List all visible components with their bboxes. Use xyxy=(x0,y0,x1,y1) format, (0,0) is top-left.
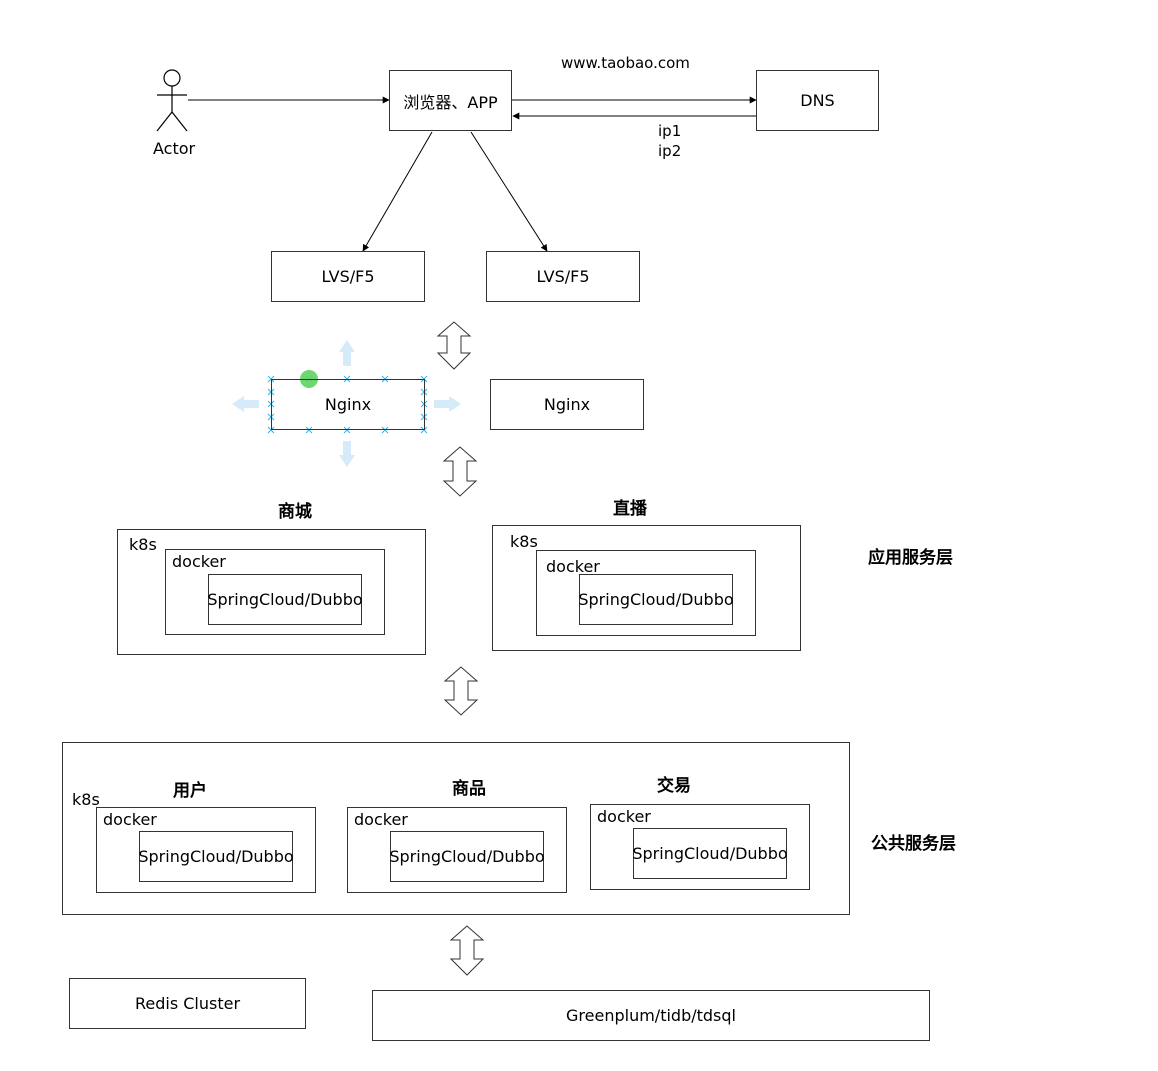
service-label: SpringCloud/Dubbo xyxy=(389,847,545,866)
app-common-double-arrow[interactable] xyxy=(443,666,479,716)
dns-box[interactable]: DNS xyxy=(756,70,879,131)
client-to-lvs-left-arrow[interactable] xyxy=(362,131,433,252)
actor-figure[interactable] xyxy=(156,69,188,132)
docker-container-mall[interactable]: docker SpringCloud/Dubbo xyxy=(165,549,385,635)
actor-label: Actor xyxy=(153,139,196,158)
client-to-lvs-right-arrow[interactable] xyxy=(470,131,548,252)
docker-label: docker xyxy=(103,810,157,829)
client-box[interactable]: 浏览器、APP xyxy=(389,70,512,131)
ip1-label: ip1 xyxy=(658,122,682,140)
service-label: SpringCloud/Dubbo xyxy=(632,844,788,863)
common-layer-label: 公共服务层 xyxy=(871,834,956,854)
group-title-trade: 交易 xyxy=(657,776,691,796)
hint-arrow-left xyxy=(232,396,259,412)
nginx-label: Nginx xyxy=(324,395,372,414)
service-box-product[interactable]: SpringCloud/Dubbo xyxy=(389,831,545,882)
k8s-label: k8s xyxy=(129,535,157,554)
domain-label: www.taobao.com xyxy=(561,54,690,72)
lvs-box-right[interactable]: LVS/F5 xyxy=(486,251,640,302)
docker-container-user[interactable]: docker SpringCloud/Dubbo xyxy=(96,807,316,893)
service-label: SpringCloud/Dubbo xyxy=(578,590,734,609)
service-label: SpringCloud/Dubbo xyxy=(207,590,363,609)
lvs-label: LVS/F5 xyxy=(321,267,375,286)
nginx-box-right[interactable]: Nginx xyxy=(490,379,644,430)
lvs-label: LVS/F5 xyxy=(536,267,590,286)
docker-label: docker xyxy=(354,810,408,829)
service-box-mall[interactable]: SpringCloud/Dubbo xyxy=(207,574,363,625)
ip2-label: ip2 xyxy=(658,142,682,160)
group-title-live: 直播 xyxy=(613,499,647,519)
docker-label: docker xyxy=(546,557,600,576)
docker-container-live[interactable]: docker SpringCloud/Dubbo xyxy=(536,550,756,636)
k8s-cluster-mall[interactable]: k8s docker SpringCloud/Dubbo xyxy=(117,529,426,655)
dns-label: DNS xyxy=(800,91,835,110)
k8s-label: k8s xyxy=(72,790,100,809)
nginx-box-left[interactable]: Nginx xyxy=(271,379,425,430)
redis-label: Redis Cluster xyxy=(134,994,241,1013)
redis-cluster-box[interactable]: Redis Cluster xyxy=(69,978,306,1029)
docker-label: docker xyxy=(597,807,651,826)
connection-hint-arrows[interactable] xyxy=(232,340,461,467)
k8s-cluster-live[interactable]: k8s docker SpringCloud/Dubbo xyxy=(492,525,801,651)
database-label: Greenplum/tidb/tdsql xyxy=(566,1006,736,1025)
service-box-live[interactable]: SpringCloud/Dubbo xyxy=(578,574,734,625)
nginx-label: Nginx xyxy=(543,395,591,414)
lvs-nginx-double-arrow[interactable] xyxy=(436,321,472,370)
app-layer-label: 应用服务层 xyxy=(868,548,953,568)
group-title-mall: 商城 xyxy=(278,502,312,522)
service-box-trade[interactable]: SpringCloud/Dubbo xyxy=(632,828,788,879)
nginx-app-double-arrow[interactable] xyxy=(442,446,478,497)
hint-arrow-up xyxy=(339,340,355,366)
hint-arrow-right xyxy=(434,396,461,412)
group-title-product: 商品 xyxy=(452,779,486,799)
common-storage-double-arrow[interactable] xyxy=(449,925,485,976)
client-label: 浏览器、APP xyxy=(403,92,498,112)
docker-container-trade[interactable]: docker SpringCloud/Dubbo xyxy=(590,804,810,890)
group-title-user: 用户 xyxy=(173,781,207,801)
database-box[interactable]: Greenplum/tidb/tdsql xyxy=(372,990,930,1041)
docker-label: docker xyxy=(172,552,226,571)
service-label: SpringCloud/Dubbo xyxy=(138,847,294,866)
lvs-box-left[interactable]: LVS/F5 xyxy=(271,251,425,302)
docker-container-product[interactable]: docker SpringCloud/Dubbo xyxy=(347,807,567,893)
k8s-label: k8s xyxy=(510,532,538,551)
hint-arrow-down xyxy=(339,441,355,467)
service-box-user[interactable]: SpringCloud/Dubbo xyxy=(138,831,294,882)
